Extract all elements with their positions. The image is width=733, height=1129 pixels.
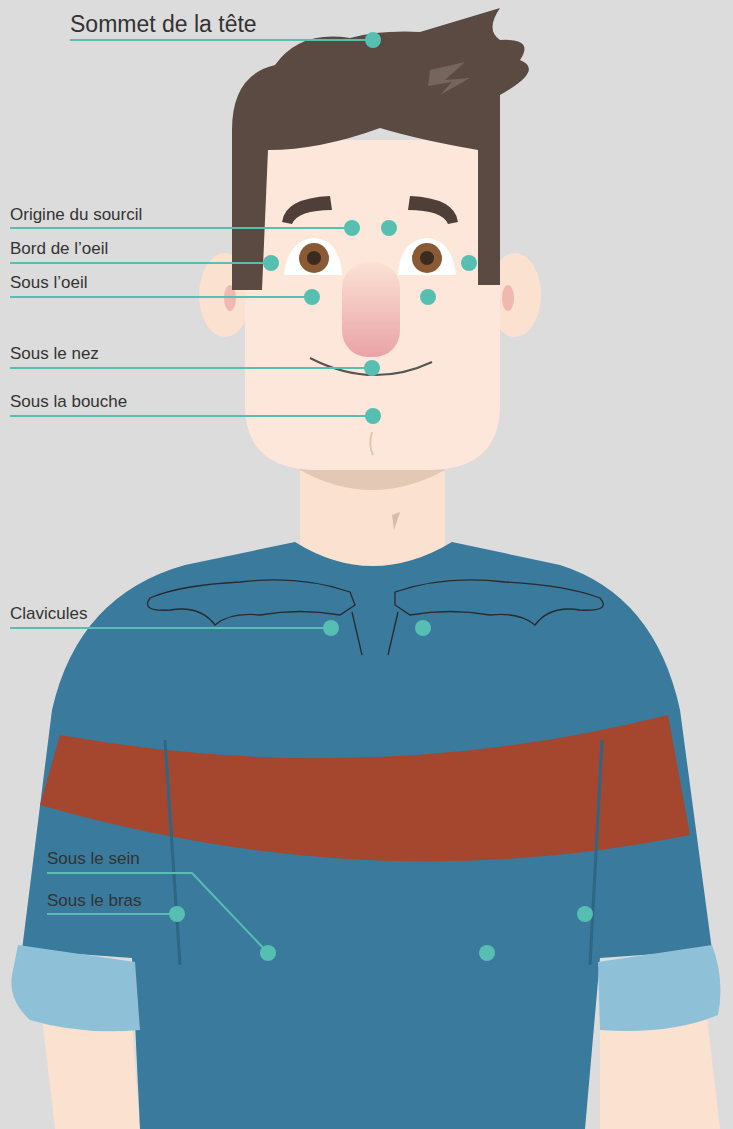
point-label: Sous le sein — [47, 849, 140, 869]
point-label: Sous le bras — [47, 891, 142, 911]
shirt-fold — [165, 740, 180, 965]
eye — [398, 238, 456, 275]
point-label: Origine du sourcil — [10, 205, 142, 225]
point-label: Sous le nez — [10, 344, 99, 364]
clavicle-lines — [148, 580, 604, 655]
hair-highlight — [428, 62, 470, 95]
tapping-points — [169, 32, 593, 961]
mouth — [310, 358, 432, 375]
shirt-stripe — [40, 715, 690, 861]
point-label: Sous l’oeil — [10, 273, 88, 293]
hair — [232, 8, 529, 290]
point-label: Sommet de la tête — [70, 11, 257, 37]
shirt — [22, 542, 712, 1129]
ear-inner — [502, 285, 514, 311]
chin-dimple — [370, 432, 373, 455]
iris — [412, 243, 442, 273]
face — [245, 140, 500, 470]
point-label: Clavicules — [10, 604, 87, 624]
point-label: Bord de l’oeil — [10, 239, 108, 259]
right-cuff — [598, 945, 720, 1031]
iris — [299, 243, 329, 273]
neck-mark — [392, 512, 400, 530]
shirt-fold — [590, 740, 602, 965]
left-cuff — [11, 945, 140, 1031]
pupil — [307, 251, 321, 265]
eyebrow — [408, 196, 458, 224]
point-label: Sous la bouche — [10, 392, 127, 412]
leader-lines — [10, 40, 373, 953]
eyebrow — [282, 196, 332, 224]
nose — [342, 262, 400, 357]
pupil — [420, 251, 434, 265]
eye — [284, 238, 342, 275]
